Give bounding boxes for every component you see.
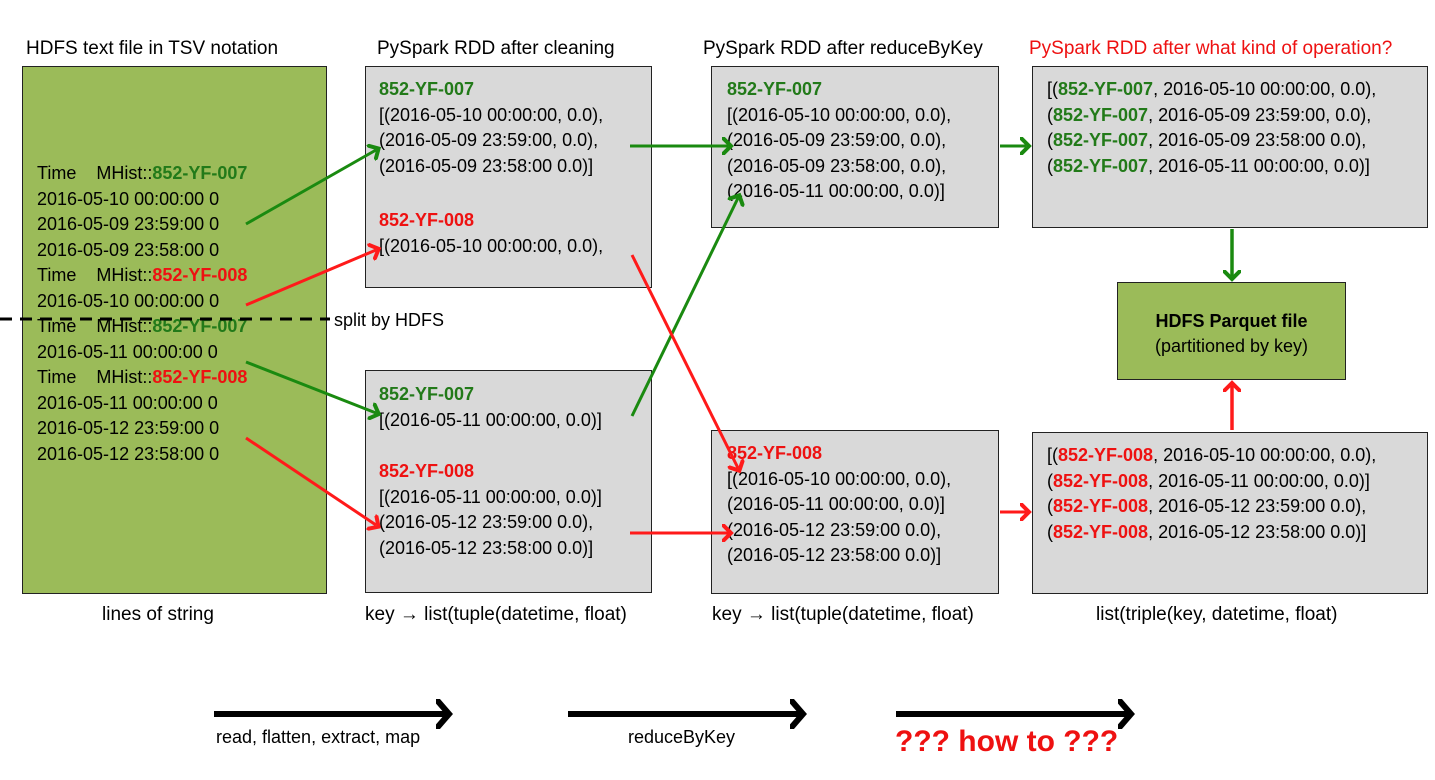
- tsv-line: 2016-05-09 23:59:00 0: [37, 214, 220, 234]
- what-bottom-row-1: [(852-YF-008, 2016-05-10 00:00:00, 0.0),: [1047, 445, 1377, 465]
- clean-bottom-red-line-3: (2016-05-12 23:58:00 0.0)]: [379, 537, 594, 558]
- title-rdd-after-reducebykey: PySpark RDD after reduceByKey: [703, 38, 983, 59]
- what-bottom-row-4: (852-YF-008, 2016-05-12 23:58:00 0.0)]: [1047, 521, 1367, 542]
- clean-bottom-red-group: 852-YF-008 [(2016-05-11 00:00:00, 0.0)] …: [379, 459, 602, 561]
- clean-top-red-group: 852-YF-008 [(2016-05-10 00:00:00, 0.0),: [379, 208, 603, 259]
- arrow-tsv-to-clean-top-red: [245, 250, 376, 307]
- clean-bottom-green-line-1: [(2016-05-11 00:00:00, 0.0)]: [379, 409, 602, 430]
- arrow-clean-bottom-to-reduce-top: [630, 198, 738, 417]
- tsv-line: 2016-05-11 00:00:00 0: [37, 341, 218, 362]
- arrow-tsv-to-clean-bottom-red: [245, 436, 376, 525]
- split-label: split by HDFS: [334, 310, 445, 330]
- clean-top-green-line-1: [(2016-05-10 00:00:00, 0.0),: [379, 104, 604, 125]
- clean-top-green-line-3: (2016-05-09 23:58:00 0.0)]: [379, 155, 594, 176]
- reduce-bottom-line-2: (2016-05-11 00:00:00, 0.0)]: [727, 494, 945, 514]
- clean-bottom-green-group: 852-YF-007 [(2016-05-11 00:00:00, 0.0)]: [379, 382, 602, 433]
- what-bottom-box: [1032, 432, 1428, 594]
- hdfs-tsv-box: [22, 66, 327, 594]
- clean-top-box: [365, 66, 652, 288]
- caption-hdfs: lines of string: [102, 604, 214, 625]
- reduce-bottom-line-3: (2016-05-12 23:59:00 0.0),: [727, 519, 942, 540]
- clean-bottom-red-key: 852-YF-008: [379, 461, 475, 481]
- reduce-top-line-4: (2016-05-11 00:00:00, 0.0)]: [727, 181, 945, 201]
- clean-bottom-red-line-1: [(2016-05-11 00:00:00, 0.0)]: [379, 486, 602, 507]
- reduce-bottom-group: 852-YF-008 [(2016-05-10 00:00:00, 0.0), …: [727, 441, 951, 569]
- arrow-clean-top-to-reduce-bottom: [630, 254, 738, 468]
- tsv-line: Time MHist::852-YF-008: [37, 265, 248, 285]
- op3-label: ??? how to ???: [895, 725, 1119, 758]
- reduce-bottom-line-4: (2016-05-12 23:58:00 0.0)]: [727, 545, 942, 565]
- reduce-top-key: 852-YF-007: [727, 79, 823, 99]
- reduce-bottom-key: 852-YF-008: [727, 443, 823, 463]
- title-rdd-after-cleaning: PySpark RDD after cleaning: [377, 38, 615, 59]
- op1-label: read, flatten, extract, map: [216, 727, 421, 747]
- tsv-line: Time MHist::852-YF-008: [37, 367, 248, 387]
- clean-top-green-line-2: (2016-05-09 23:59:00, 0.0),: [379, 130, 599, 150]
- clean-top-green-key: 852-YF-007: [379, 79, 475, 99]
- reduce-top-group: 852-YF-007 [(2016-05-10 00:00:00, 0.0), …: [727, 77, 951, 205]
- title-rdd-after-what-operation: PySpark RDD after what kind of operation…: [1029, 38, 1393, 59]
- what-top-row-1: [(852-YF-007, 2016-05-10 00:00:00, 0.0),: [1047, 79, 1377, 99]
- caption-what: list(triple(key, datetime, float): [1096, 604, 1338, 625]
- tsv-line: 2016-05-12 23:58:00 0: [37, 443, 220, 464]
- reduce-bottom-line-1: [(2016-05-10 00:00:00, 0.0),: [727, 468, 952, 489]
- op2-label: reduceByKey: [628, 727, 736, 747]
- clean-top-group: 852-YF-007 [(2016-05-10 00:00:00, 0.0), …: [379, 77, 603, 179]
- what-top-group: [(852-YF-007, 2016-05-10 00:00:00, 0.0),…: [1047, 77, 1376, 179]
- what-bottom-row-2: (852-YF-008, 2016-05-11 00:00:00, 0.0)]: [1047, 470, 1370, 491]
- tsv-line: Time MHist::852-YF-007: [37, 316, 248, 336]
- parquet-box: HDFS Parquet file (partitioned by key): [1117, 282, 1346, 380]
- what-top-box: [1032, 66, 1428, 228]
- tsv-line: 2016-05-09 23:58:00 0: [37, 239, 220, 260]
- what-bottom-group: [(852-YF-008, 2016-05-10 00:00:00, 0.0),…: [1047, 443, 1376, 545]
- what-top-row-4: (852-YF-007, 2016-05-11 00:00:00, 0.0)]: [1047, 155, 1370, 176]
- clean-top-red-key: 852-YF-008: [379, 210, 475, 230]
- what-top-row-2: (852-YF-007, 2016-05-09 23:59:00, 0.0),: [1047, 104, 1372, 125]
- tsv-line: 2016-05-10 00:00:00 0: [37, 188, 220, 209]
- clean-top-red-line-1: [(2016-05-10 00:00:00, 0.0),: [379, 235, 604, 256]
- reduce-top-line-2: (2016-05-09 23:59:00, 0.0),: [727, 130, 947, 150]
- tsv-line: 2016-05-10 00:00:00 0: [37, 290, 220, 311]
- tsv-line: 2016-05-11 00:00:00 0: [37, 392, 218, 413]
- parquet-subtitle: (partitioned by key): [1154, 336, 1309, 356]
- clean-bottom-box: [365, 370, 652, 593]
- parquet-title: HDFS Parquet file: [1155, 311, 1308, 331]
- caption-reduce: key → list(tuple(datetime, float): [712, 604, 974, 625]
- reduce-top-line-1: [(2016-05-10 00:00:00, 0.0),: [727, 104, 952, 125]
- arrow-tsv-to-clean-bottom-green: [245, 360, 376, 413]
- clean-bottom-red-line-2: (2016-05-12 23:59:00 0.0),: [379, 512, 594, 532]
- what-bottom-row-3: (852-YF-008, 2016-05-12 23:59:00 0.0),: [1047, 496, 1367, 516]
- caption-clean: key → list(tuple(datetime, float): [365, 604, 627, 625]
- reduce-bottom-box: [711, 430, 999, 594]
- title-hdfs-text-file: HDFS text file in TSV notation: [26, 38, 279, 59]
- tsv-line: 2016-05-12 23:59:00 0: [37, 418, 220, 438]
- what-top-row-3: (852-YF-007, 2016-05-09 23:58:00 0.0),: [1047, 130, 1367, 150]
- tsv-line: Time MHist::852-YF-007: [37, 163, 248, 183]
- clean-bottom-green-key: 852-YF-007: [379, 384, 475, 404]
- reduce-top-box: [711, 66, 999, 228]
- arrow-tsv-to-clean-top-green: [245, 150, 376, 226]
- reduce-top-line-3: (2016-05-09 23:58:00, 0.0),: [727, 155, 947, 176]
